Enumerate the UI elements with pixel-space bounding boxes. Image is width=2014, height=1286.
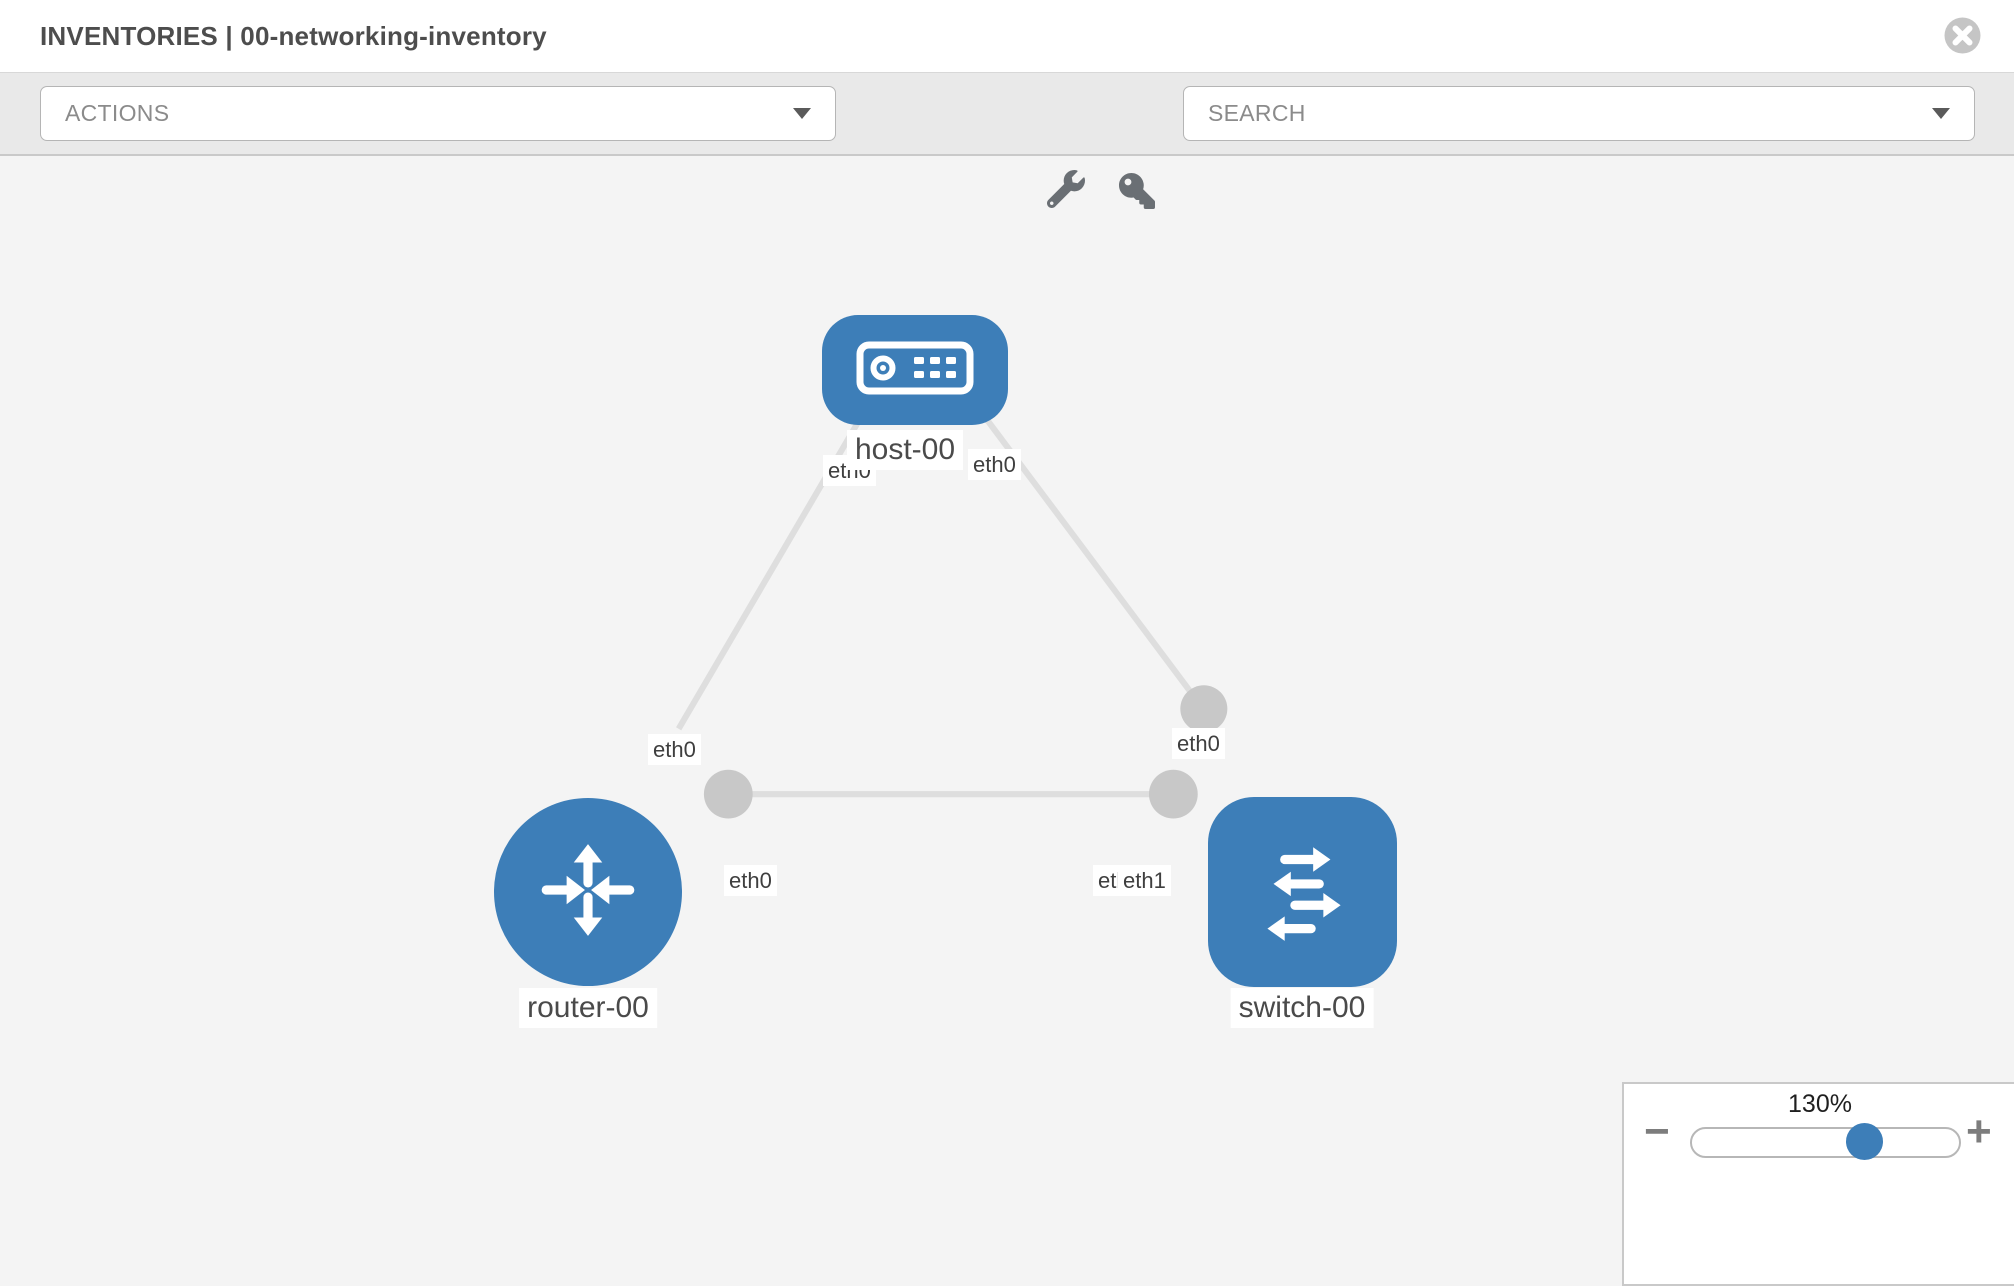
node-switch-00[interactable]: [1208, 797, 1397, 987]
wrench-icon[interactable]: [1046, 170, 1085, 213]
zoom-slider-thumb[interactable]: [1846, 1123, 1883, 1160]
node-host-00[interactable]: [822, 315, 1008, 425]
actions-dropdown[interactable]: ACTIONS: [40, 86, 836, 141]
search-placeholder: SEARCH: [1208, 100, 1306, 126]
zoom-level-value: 130%: [1788, 1090, 1852, 1118]
port-label: eth0: [648, 734, 701, 766]
node-router-00[interactable]: [494, 798, 682, 986]
topology-links-layer: [676, 377, 1228, 819]
zoom-panel: 130% − +: [1622, 1082, 2014, 1286]
zoom-slider[interactable]: [1690, 1123, 1961, 1160]
interface-connector-switch-top[interactable]: [1180, 685, 1228, 733]
page-title: INVENTORIES | 00-networking-inventory: [40, 21, 547, 51]
link-host-router[interactable]: [676, 389, 879, 731]
router-icon: [532, 834, 644, 951]
port-label: eth0: [724, 865, 777, 897]
node-label-router: router-00: [519, 988, 657, 1028]
zoom-out-button[interactable]: −: [1644, 1107, 1670, 1156]
port-label: eth1: [1118, 865, 1171, 897]
node-label-host: host-00: [846, 430, 964, 470]
link-host-switch[interactable]: [963, 389, 1207, 712]
search-dropdown[interactable]: SEARCH: [1183, 86, 1975, 141]
header: INVENTORIES | 00-networking-inventory: [0, 0, 2014, 72]
interface-connector-router-right[interactable]: [703, 769, 753, 819]
topology-canvas[interactable]: eth0 eth0 eth0 eth0 eth1 eth0 eth0 host-…: [0, 154, 2014, 1200]
zoom-in-button[interactable]: +: [1966, 1107, 1992, 1156]
caret-down-icon: [793, 108, 811, 119]
key-icon[interactable]: [1119, 173, 1155, 214]
interface-connector-switch-left[interactable]: [1148, 769, 1198, 819]
actions-dropdown-label: ACTIONS: [65, 100, 170, 126]
port-label: eth0: [1172, 728, 1225, 760]
caret-down-icon: [1932, 108, 1950, 119]
close-icon[interactable]: [1944, 17, 1981, 54]
port-label: eth0: [968, 449, 1021, 481]
switch-icon: [1242, 829, 1364, 956]
node-label-switch: switch-00: [1230, 988, 1374, 1028]
host-icon: [856, 341, 974, 400]
toolbar: ACTIONS SEARCH: [0, 72, 2014, 209]
